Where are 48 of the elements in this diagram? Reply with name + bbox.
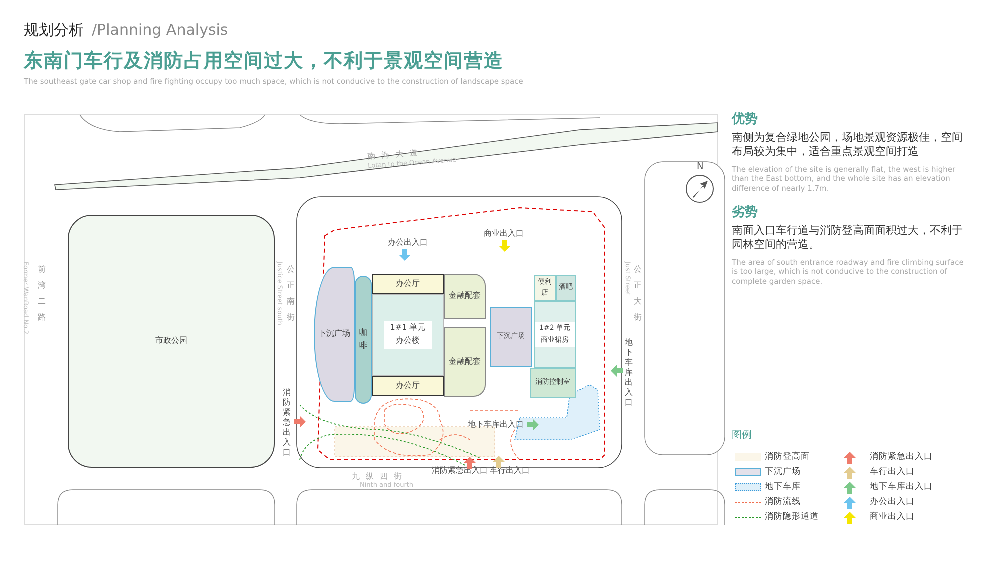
description-text: 南面入口车行道与消防登高面面积过大，不利于园林空间的营造。 — [732, 224, 964, 252]
finance-area — [444, 274, 486, 319]
legend-label: 车行出入口 — [870, 467, 915, 478]
road-name: 公正南街 — [287, 264, 296, 324]
area-label: 金融配套 — [449, 290, 481, 302]
commercial-building — [534, 301, 576, 368]
office-building — [372, 294, 444, 376]
legend-label: 下沉广场 — [765, 467, 801, 478]
description-text: 南侧为复合绿地公园，场地景观资源极佳，空间布局较为集中，适合重点景观空间打造 — [732, 131, 964, 158]
fire-control-room — [530, 368, 576, 398]
legend-label: 办公出入口 — [870, 497, 915, 508]
north-label: N — [697, 162, 704, 174]
legend-label: 消防隐形通道 — [765, 512, 819, 523]
entrance-label: 办公出入口 — [388, 238, 428, 248]
area-label: 金融配套 — [449, 356, 481, 368]
legend-label: 地下车库 — [765, 482, 801, 493]
legend-label: 商业出入口 — [870, 512, 915, 523]
road-name: 前湾二路 — [38, 264, 47, 324]
area-label: 办公厅 — [396, 278, 420, 290]
entrance-label: 地下车库出入口 — [625, 338, 634, 408]
area-label: 办公厅 — [396, 380, 420, 392]
legend-label: 地下车库出入口 — [870, 482, 933, 493]
area-label: 1#1 单元办公楼 — [384, 321, 432, 349]
legend-label: 消防登高面 — [765, 452, 810, 463]
office-hall — [372, 274, 444, 294]
entrance-label: 消防紧急出入口 — [283, 388, 292, 458]
diagram-title: 东南门车行及消防占用空间过大，不利于景观空间营造 — [24, 50, 504, 74]
road-name: 公正大街 — [634, 264, 643, 324]
entrance-label: 地下车库出入口 — [468, 420, 524, 430]
road-name: 南海大道 — [368, 148, 424, 161]
section-heading: 劣势 — [732, 205, 758, 222]
finance-area — [444, 327, 486, 397]
park-area — [68, 215, 275, 468]
entrance-label: 商业出入口 — [484, 229, 524, 239]
cafe-area — [355, 276, 372, 404]
legend-label: 消防紧急出入口 — [870, 452, 933, 463]
road-name: 九纵四街 — [352, 472, 408, 482]
section-heading: /Planning Analysis — [92, 21, 228, 40]
section-heading: 优势 — [732, 112, 758, 128]
legend-label: 消防流线 — [765, 497, 801, 508]
area-label: 咖啡 — [358, 327, 368, 352]
area-label: 市政公园 — [156, 335, 188, 348]
area-label: 下沉广场 — [318, 328, 350, 340]
bar-unit — [556, 275, 576, 301]
legend-title: 图例 — [732, 430, 752, 442]
office-hall — [372, 376, 444, 396]
section-heading: 规划分析 — [24, 21, 84, 40]
sunken-plaza — [490, 307, 532, 367]
